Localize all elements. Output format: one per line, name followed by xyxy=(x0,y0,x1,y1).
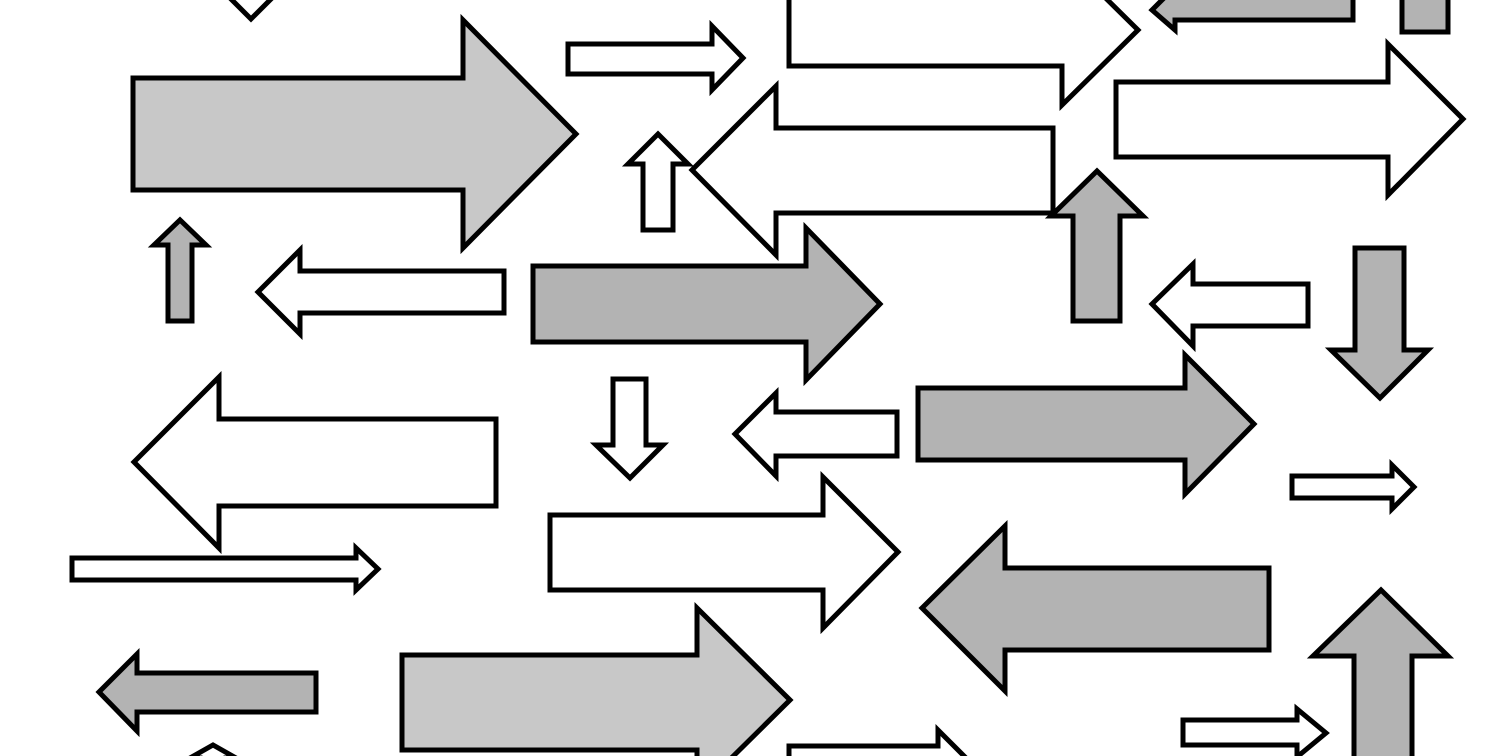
right-arrow-icon xyxy=(530,221,884,387)
left-arrow-icon xyxy=(130,370,499,555)
down-arrow-icon xyxy=(589,376,670,482)
right-arrow-icon xyxy=(547,470,902,635)
left-arrow-icon xyxy=(1148,258,1311,353)
down-arrow-icon xyxy=(1324,245,1435,402)
down-arrow-icon xyxy=(228,0,274,23)
up-arrow-icon xyxy=(1044,167,1150,324)
right-arrow-icon xyxy=(1289,458,1418,516)
right-arrow-icon xyxy=(130,13,580,255)
up-arrow-icon xyxy=(147,216,213,324)
up-arrow-icon xyxy=(621,130,695,233)
left-arrow-icon xyxy=(688,79,1056,262)
left-arrow-icon xyxy=(254,243,507,341)
right-arrow-icon xyxy=(786,723,968,756)
left-arrow-icon xyxy=(1148,0,1356,36)
right-arrow-icon xyxy=(1113,37,1467,202)
up-arrow-icon xyxy=(1306,586,1455,756)
up-arrow-icon xyxy=(1399,0,1451,35)
right-arrow-icon xyxy=(786,0,1142,111)
left-arrow-icon xyxy=(918,520,1272,698)
right-arrow-icon xyxy=(399,602,794,756)
left-arrow-icon xyxy=(731,386,900,483)
up-arrow-icon xyxy=(188,742,238,756)
right-arrow-icon xyxy=(69,542,382,596)
right-arrow-icon xyxy=(1180,703,1330,756)
right-arrow-icon xyxy=(565,19,747,97)
right-arrow-icon xyxy=(915,348,1258,501)
left-arrow-icon xyxy=(95,647,319,738)
